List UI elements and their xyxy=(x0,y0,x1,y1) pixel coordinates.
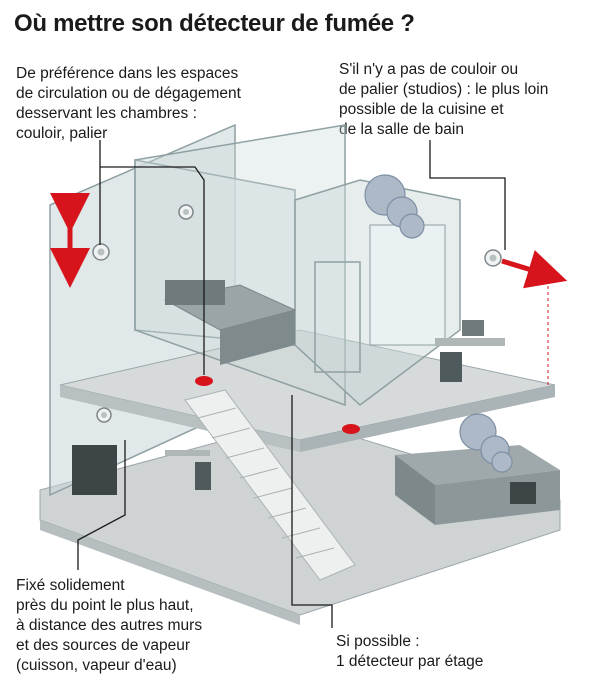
staircase xyxy=(184,389,356,581)
callout-line: De préférence dans les espaces xyxy=(16,65,239,82)
kitchen-counter xyxy=(395,445,560,485)
bathroom-door xyxy=(314,261,361,373)
callout-line: à distance des autres murs xyxy=(16,617,203,634)
callout-studios: S'il n'y a pas de couloir ou de palier (… xyxy=(339,60,548,140)
callout-circulation-spaces: De préférence dans les espaces de circul… xyxy=(16,64,241,144)
bed-side xyxy=(220,310,295,365)
ground-floor-front xyxy=(40,520,300,625)
callout-line: desservant les chambres : xyxy=(16,105,197,122)
callout-line: (cuisson, vapeur d'eau) xyxy=(16,657,177,674)
oven xyxy=(510,482,536,504)
smoke-cloud-kitchen xyxy=(459,413,513,473)
kitchen-cabinets xyxy=(395,455,435,525)
callout-line: couloir, palier xyxy=(16,125,108,142)
callout-line: près du point le plus haut, xyxy=(16,597,194,614)
page-title: Où mettre son détecteur de fumée ? xyxy=(14,10,415,37)
callout-line: de palier (studios) : le plus loin xyxy=(339,81,549,98)
upper-floor-edge-right xyxy=(300,385,555,452)
desk xyxy=(435,338,505,346)
detector-location-marker xyxy=(342,424,360,434)
callout-line: de la salle de bain xyxy=(339,121,464,138)
desk-monitor xyxy=(462,320,484,336)
smoke-cloud-bathroom xyxy=(364,174,425,239)
smoke-detector-icon xyxy=(96,407,112,423)
chair xyxy=(195,462,211,490)
detector-location-marker xyxy=(195,376,213,386)
callout-line: 1 détecteur par étage xyxy=(336,653,484,670)
tv xyxy=(72,445,117,495)
callout-fixing: Fixé solidement près du point le plus ha… xyxy=(16,576,202,676)
smoke-detector-icon xyxy=(178,204,194,220)
callout-line: Si possible : xyxy=(336,633,420,650)
stair-steps xyxy=(197,407,335,559)
leader-lines xyxy=(77,140,506,628)
smoke-detector-icon xyxy=(92,243,110,261)
desk-chair xyxy=(440,352,462,382)
table xyxy=(165,450,210,456)
callout-line: S'il n'y a pas de couloir ou xyxy=(339,61,519,78)
smoke-detector-icon xyxy=(484,249,502,267)
shower-cabin xyxy=(369,224,446,346)
callout-per-floor: Si possible : 1 détecteur par étage xyxy=(336,632,483,672)
callout-line: de circulation ou de dégagement xyxy=(16,85,241,102)
callout-line: et des sources de vapeur xyxy=(16,637,191,654)
distance-arrow-right xyxy=(501,250,568,289)
bed-headboard xyxy=(165,280,225,305)
callout-line: possible de la cuisine et xyxy=(339,101,504,118)
callout-line: Fixé solidement xyxy=(16,577,125,594)
